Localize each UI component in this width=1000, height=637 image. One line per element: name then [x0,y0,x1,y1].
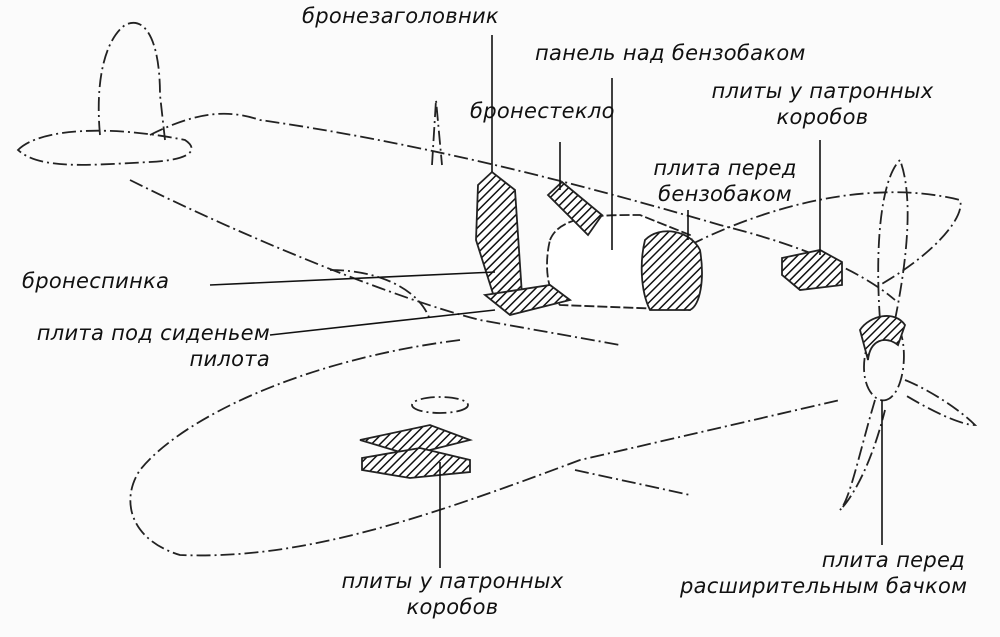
label-armored-glass: бронестекло [470,99,615,123]
ammo-plate-left-bottom [361,447,471,479]
ammo-plate-left-top [359,424,474,456]
cannon-barrel [574,469,691,496]
label-expansion-tank-plate: плита перед расширительным бачком [680,547,968,599]
seat-plate [482,284,573,316]
label-ammo-plates-top: плиты у патронных коробов [705,78,940,130]
label-seat-plate: плита под сиденьем пилота [20,320,270,372]
label-line: плита перед [821,548,965,572]
label-back-armor: бронеспинка [22,269,170,293]
label-line: плиты у патронных [711,79,934,103]
label-tank-panel: панель над бензобаком [535,41,806,65]
right-wing [689,191,962,286]
armored-glass [546,180,604,237]
label-line: бензобаком [658,182,792,206]
label-tank-front-plate: плита перед бензобаком [645,155,805,207]
propeller-blade-down [839,399,886,511]
label-line: плиты у патронных [341,569,564,593]
propeller-blade-right [904,379,978,426]
label-line: пилота [189,347,270,371]
expansion-tank-plate [859,315,906,361]
fuselage-bottom [129,179,621,346]
tail-fin [97,22,166,141]
antenna-mast [431,99,443,166]
head-armor-plate [475,170,523,302]
ammo-plate-right [781,249,843,291]
label-head-armor: бронезаголовник [302,4,499,28]
tank-front-plate [640,230,703,311]
left-wing [129,339,841,557]
label-line: коробов [776,105,869,129]
label-ammo-plates-bottom: плиты у патронных коробов [340,568,565,620]
propeller-blade-up [877,158,909,321]
horizontal-stabilizer [16,129,193,166]
label-line: расширительным бачком [680,574,968,598]
label-line: плита под сиденьем [36,321,270,345]
label-line: плита перед [653,156,797,180]
label-line: коробов [406,595,499,619]
